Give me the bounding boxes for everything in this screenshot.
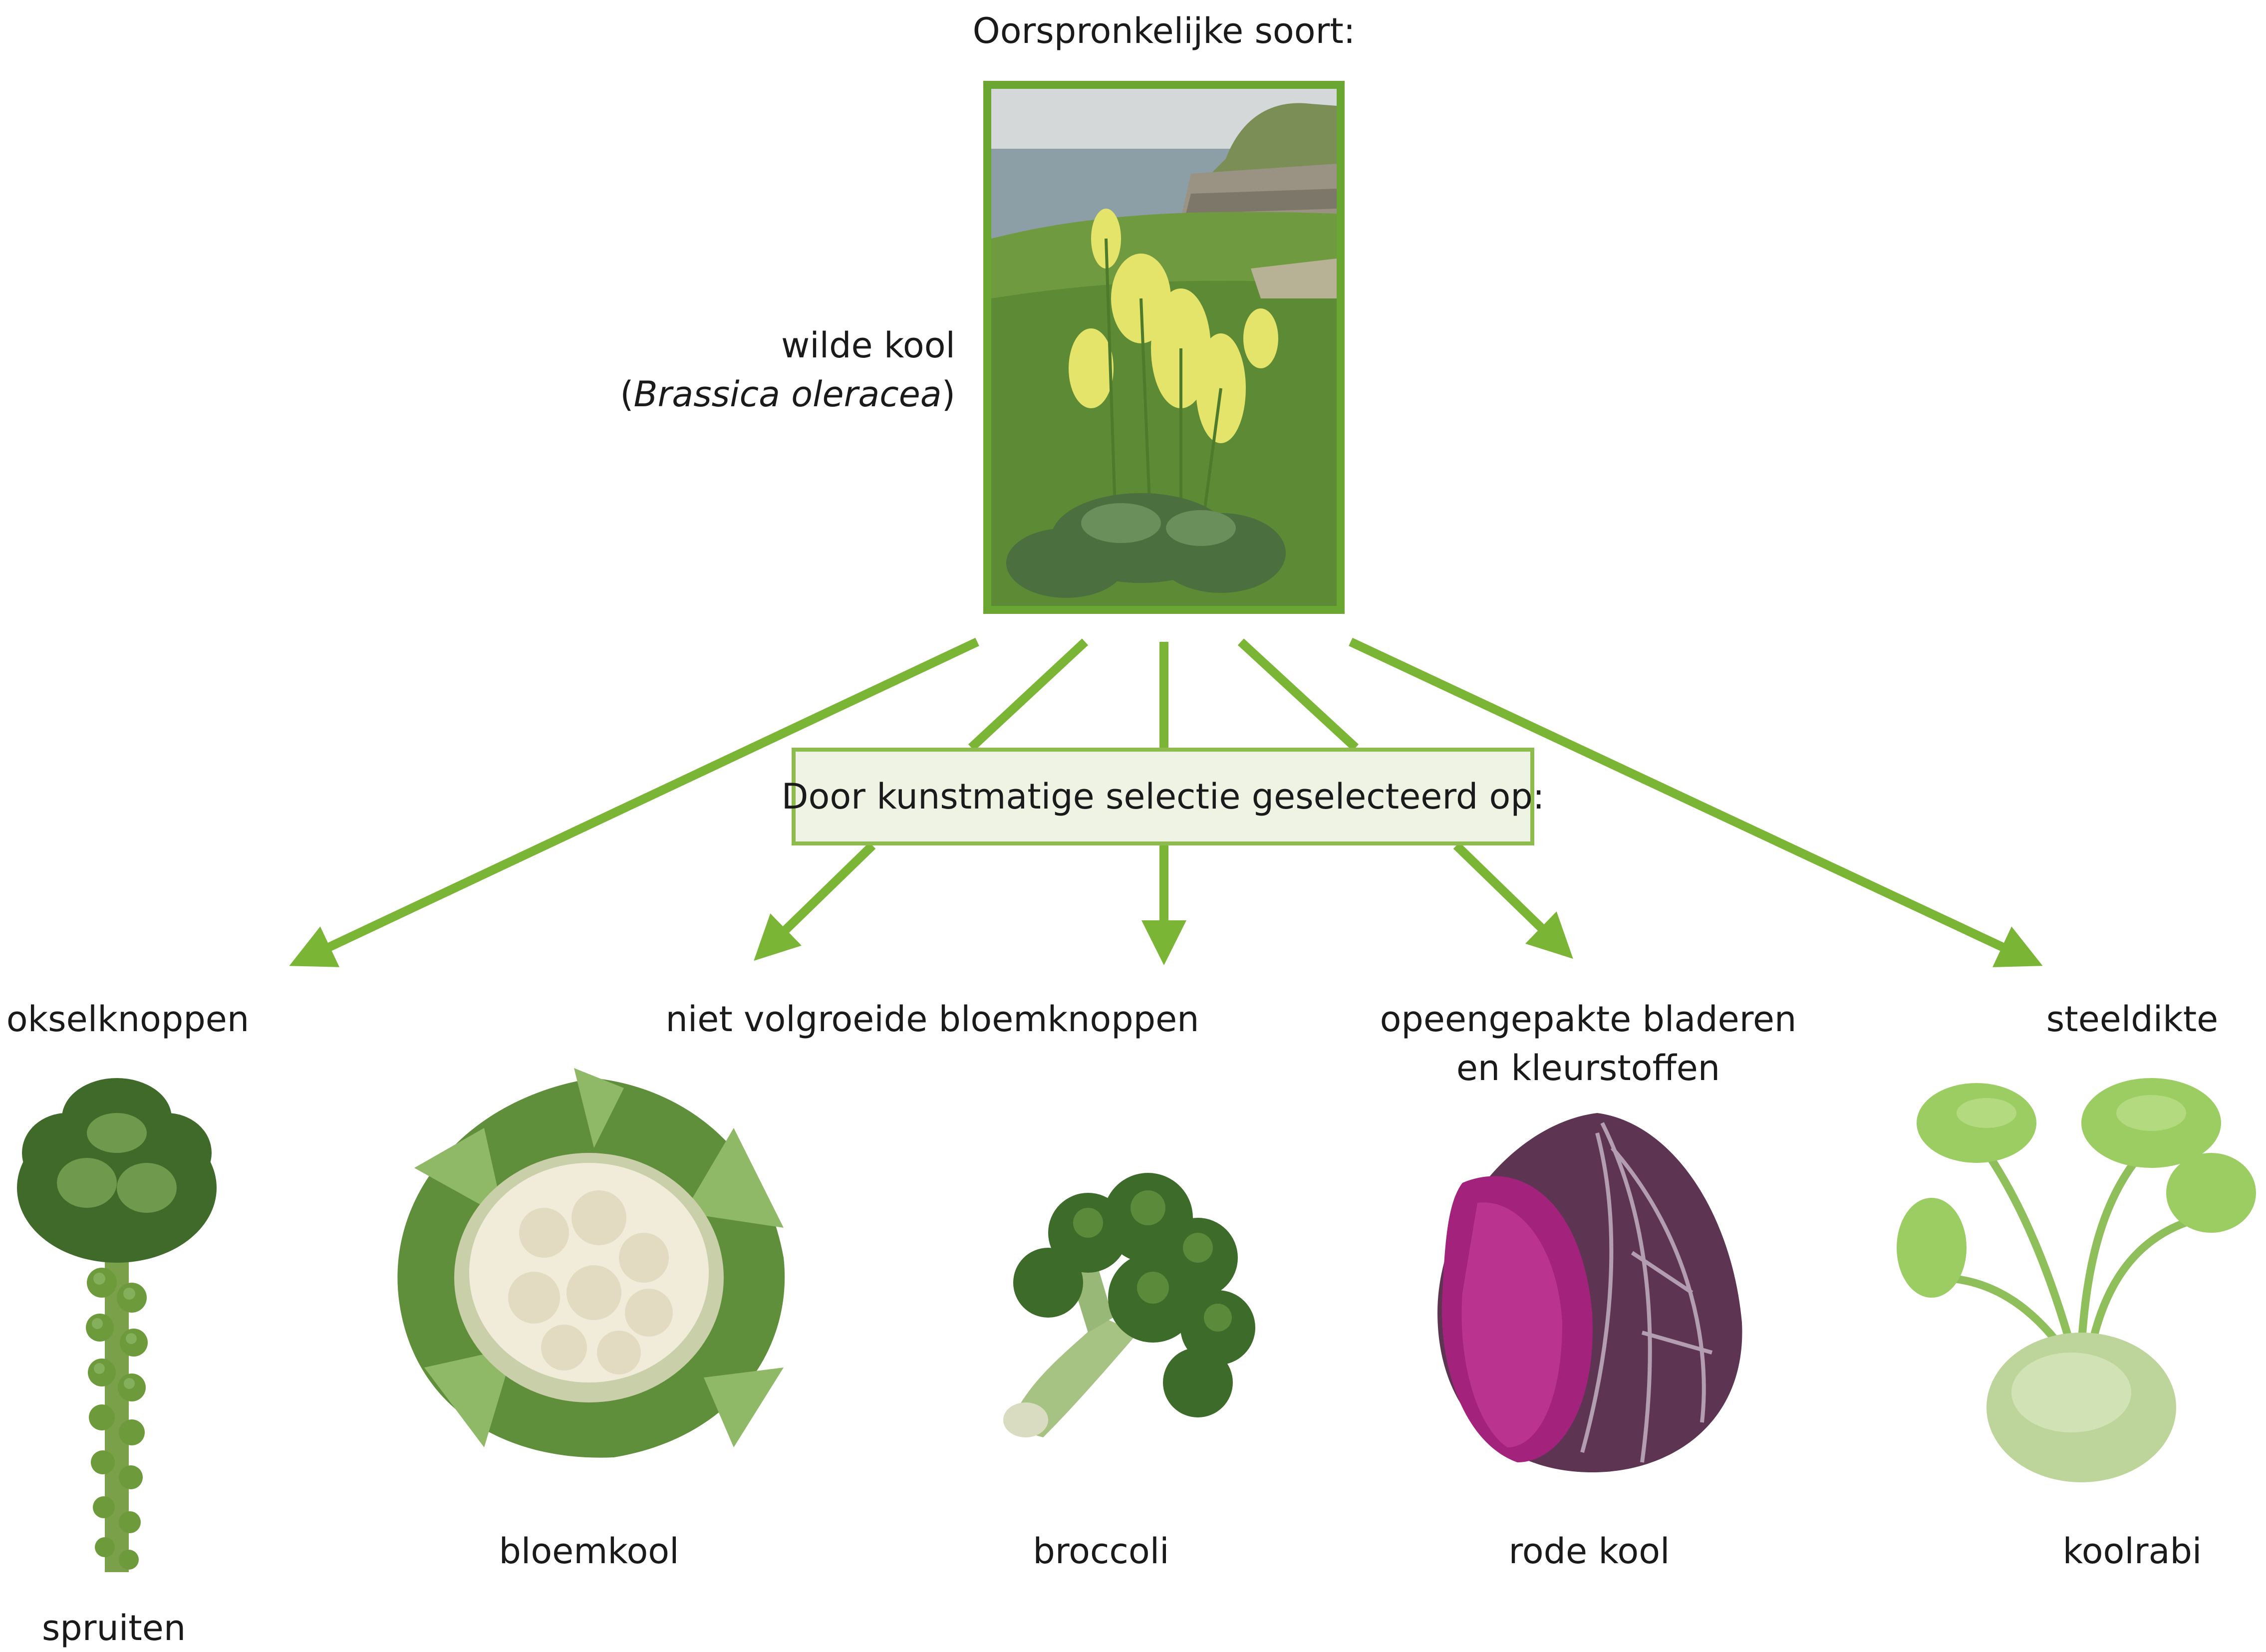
arrow-to-rode-kool — [1456, 845, 1560, 946]
selection-box-text: Door kunstmatige selectie geselecteerd o… — [782, 776, 1545, 817]
arrow-to-rode-kool-upper — [1241, 642, 1356, 748]
wild-cabbage-photo — [983, 81, 1345, 614]
kohlrabi-icon — [1892, 1068, 2261, 1487]
trait-okselknoppen: okselknoppen — [6, 995, 249, 1043]
selection-box: Door kunstmatige selectie geselecteerd o… — [792, 748, 1534, 845]
broccoli-icon — [988, 1168, 1258, 1447]
trait-bladeren-line2: en kleurstoffen — [1456, 1044, 1720, 1092]
original-species-name: wilde kool — [781, 321, 955, 369]
veg-name-rode-kool: rode kool — [1509, 1527, 1670, 1575]
brussels-sprouts-icon — [12, 1073, 222, 1577]
veg-name-broccoli: broccoli — [1033, 1527, 1169, 1575]
veg-name-koolrabi: koolrabi — [2063, 1527, 2202, 1575]
red-cabbage-icon — [1432, 1103, 1747, 1477]
veg-name-bloemkool: bloemkool — [499, 1527, 679, 1575]
trait-steeldikte: steeldikte — [2046, 995, 2218, 1043]
diagram-title: Oorspronkelijke soort: — [973, 7, 1356, 55]
arrow-to-bloemkool — [767, 845, 872, 948]
latin-name: Brassica oleracea — [634, 374, 942, 415]
arrow-to-bloemkool-upper — [971, 642, 1085, 748]
cauliflower-icon — [384, 1068, 804, 1467]
original-species-latin: (Brassica oleracea) — [620, 370, 955, 418]
trait-bloemknoppen: niet volgroeide bloemknoppen — [665, 995, 1199, 1043]
trait-bladeren-line1: opeengepakte bladeren — [1380, 995, 1797, 1043]
